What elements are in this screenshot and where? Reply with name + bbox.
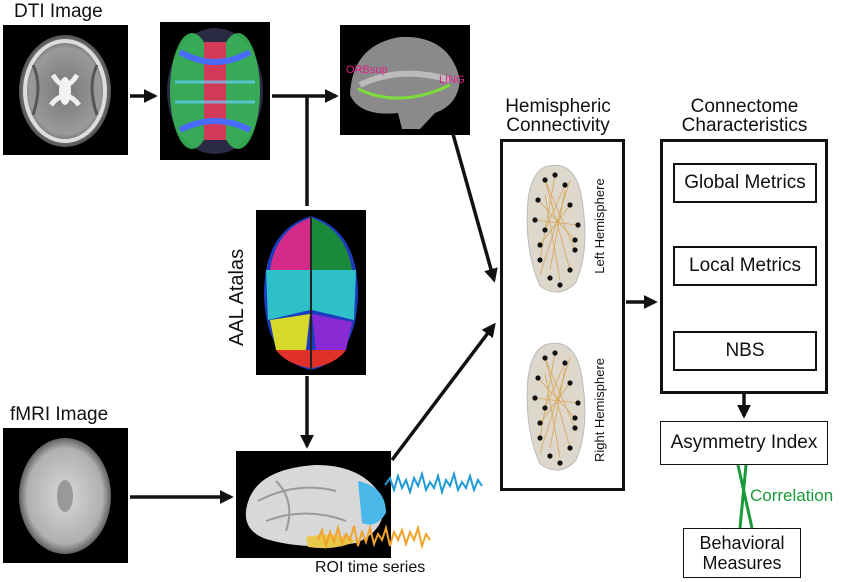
fmri-brain-image [3,428,128,563]
tractography-image [160,22,270,160]
arrow-sagittal-to-hemispheric [451,133,498,283]
cortical-surface-image [236,451,391,558]
global-metrics-box: Global Metrics [673,163,817,203]
hemispheric-connectivity-title: Hemispheric Connectivity [488,97,628,135]
sagittal-tract-image: ORBsup LING [340,25,470,135]
aal-atlas-image [256,210,366,375]
connectome-title-line1: Connectome [690,96,799,117]
fmri-image-label: fMRI Image [10,404,109,425]
local-metrics-box: Local Metrics [673,246,817,286]
roi-time-series-label: ROI time series [315,559,426,576]
right-hemisphere-label: Right Hemisphere [592,357,607,463]
dti-image-label: DTI Image [14,1,103,22]
arrow-surface-to-hemispheric [390,322,496,462]
ling-label: LING [439,74,465,86]
blue-roi-signal [384,470,483,496]
left-hemisphere-label: Left Hemisphere [592,178,607,274]
correlation-label: Correlation [750,486,834,505]
connectome-characteristics-title: Connectome Characteristics [652,97,837,135]
orbsup-label: ORBsup [346,64,388,76]
connectome-title-line2: Characteristics [681,115,808,136]
behavioral-line2: Measures [702,553,782,573]
tract-line [357,83,451,100]
hemispheric-title-line2: Connectivity [506,115,610,136]
asymmetry-index-box: Asymmetry Index [660,421,828,465]
aal-atlas-label: AAL Atalas [226,248,248,346]
hemispheric-title-line1: Hemispheric [505,96,611,117]
dti-brain-image [3,25,128,155]
nbs-box: NBS [673,331,817,371]
behavioral-line1: Behavioral [699,533,785,553]
behavioral-measures-box: Behavioral Measures [683,528,801,578]
